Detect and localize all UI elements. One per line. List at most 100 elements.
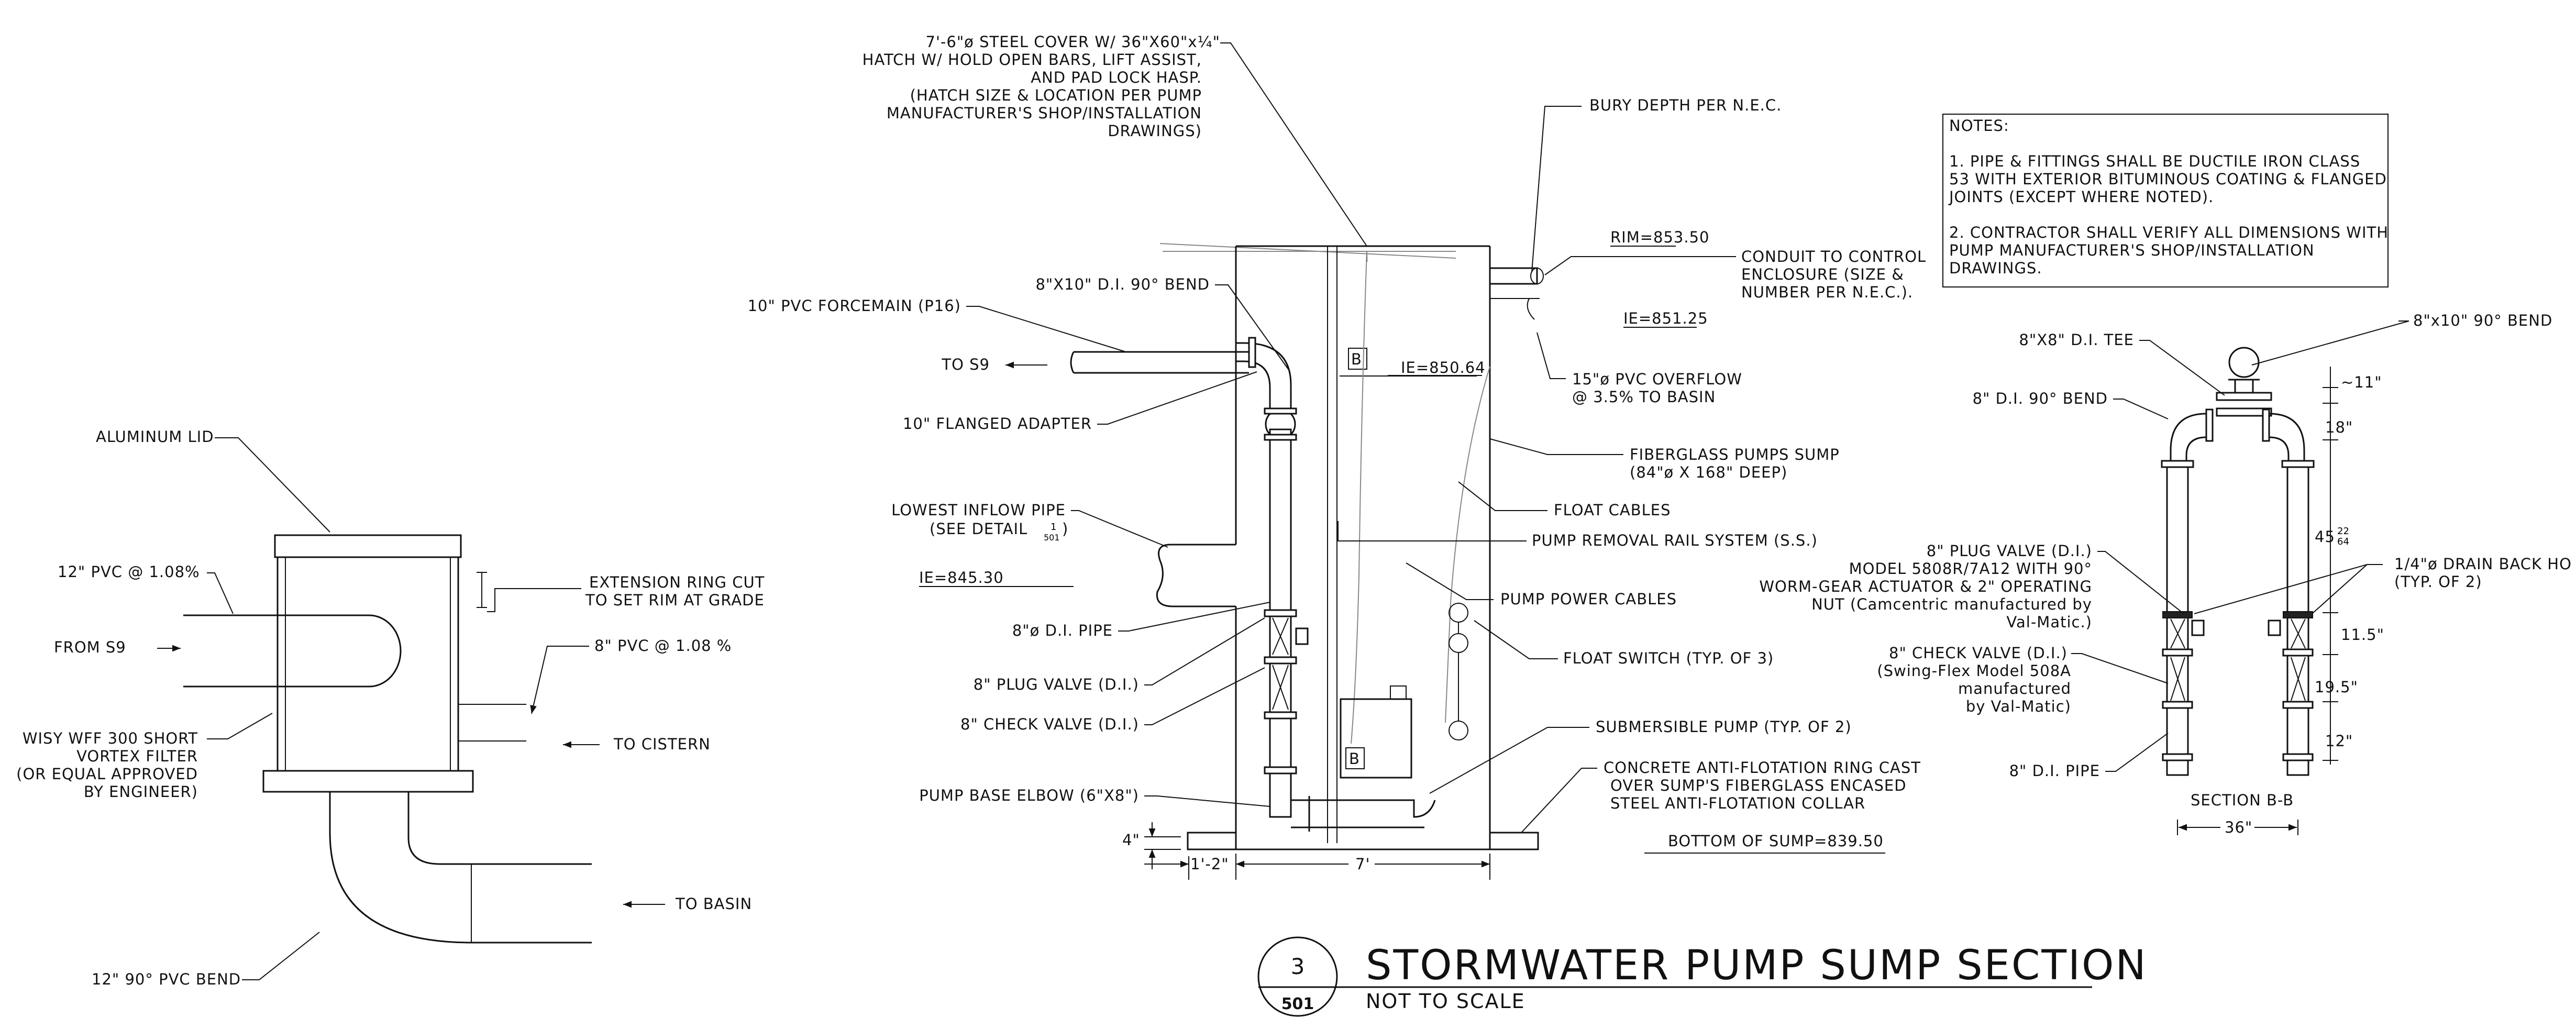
ring-label-1: CONCRETE ANTI-FLOTATION RING CAST xyxy=(1604,759,1921,777)
cover-label-5: MANUFACTURER'S SHOP/INSTALLATION xyxy=(887,104,1202,122)
overflow-label-1: 15"ø PVC OVERFLOW xyxy=(1572,370,1742,388)
check-valve-label: 8" CHECK VALVE (D.I.) xyxy=(960,715,1139,733)
bb-bend90-label: 8" D.I. 90° BEND xyxy=(1973,390,2108,407)
title-block: 3 501 STORMWATER PUMP SUMP SECTION NOT T… xyxy=(1257,936,2146,1017)
power-cables-label: PUMP POWER CABLES xyxy=(1500,590,1677,608)
bb-dim-45-den: 64 xyxy=(2337,536,2349,547)
bb-bend-top-label: 8"x10" 90° BEND xyxy=(2413,312,2552,329)
wisy-label-3: (OR EQUAL APPROVED xyxy=(16,765,198,783)
sump-label-1: FIBERGLASS PUMPS SUMP xyxy=(1630,446,1840,463)
bury-depth-label: BURY DEPTH PER N.E.C. xyxy=(1589,96,1782,114)
to-basin-label: TO BASIN xyxy=(675,895,752,913)
bb-plug-label-4: NUT (Camcentric manufactured by xyxy=(1811,595,2092,613)
bb-plug-label-3: WORM-GEAR ACTUATOR & 2" OPERATING xyxy=(1759,578,2092,595)
cover-label-3: AND PAD LOCK HASP. xyxy=(1031,69,1202,86)
aluminum-lid-label: ALUMINUM LID xyxy=(96,428,214,446)
note-2-line-1: 2. CONTRACTOR SHALL VERIFY ALL DIMENSION… xyxy=(1949,224,2389,241)
ie-inflow-label: IE=845.30 xyxy=(919,569,1004,587)
ext-ring-label-1: EXTENSION RING CUT xyxy=(589,573,765,591)
bb-dim-45: 45 xyxy=(2315,528,2335,546)
ring-label-3: STEEL ANTI-FLOTATION COLLAR xyxy=(1610,794,1865,812)
dim-1-2-label: 1'-2" xyxy=(1190,855,1229,873)
section-bb-label: SECTION B-B xyxy=(2191,791,2294,809)
bb-di-pipe-label: 8" D.I. PIPE xyxy=(2009,762,2100,780)
filter-lid xyxy=(274,534,462,558)
pvc-bend-12 xyxy=(329,792,592,944)
plug-valve-label: 8" PLUG VALVE (D.I.) xyxy=(974,676,1139,693)
base-elbow-label: PUMP BASE ELBOW (6"X8") xyxy=(919,787,1139,804)
bb-check-label-4: by Val-Matic) xyxy=(1966,698,2071,715)
note-2-line-2: PUMP MANUFACTURER'S SHOP/INSTALLATION xyxy=(1949,241,2315,259)
flanged-adapter-label: 10" FLANGED ADAPTER xyxy=(903,415,1092,433)
ring-label-2: OVER SUMP'S FIBERGLASS ENCASED xyxy=(1610,777,1907,794)
forcemain-pipe xyxy=(1074,351,1249,374)
conduit-label-3: NUMBER PER N.E.C.). xyxy=(1741,283,1913,301)
sheet-number: 501 xyxy=(1281,995,1314,1013)
bb-check-label-2: (Swing-Flex Model 508A xyxy=(1877,662,2071,680)
section-mark-b-bottom: B xyxy=(1349,750,1360,768)
bb-dim-195: 19.5" xyxy=(2315,678,2358,696)
bb-plug-label-1: 8" PLUG VALVE (D.I.) xyxy=(1927,542,2092,560)
conduit-label-1: CONDUIT TO CONTROL xyxy=(1741,248,1926,265)
bb-dim-45-num: 22 xyxy=(2337,526,2349,537)
svg-text:): ) xyxy=(1062,520,1068,538)
submersible-pump xyxy=(1340,698,1412,779)
filter-base xyxy=(262,770,474,793)
cover-label-6: DRAWINGS) xyxy=(1108,122,1202,140)
discharge-pipe-left xyxy=(1269,428,1292,818)
section-mark-b-top: B xyxy=(1351,350,1362,368)
forcemain-label: 10" PVC FORCEMAIN (P16) xyxy=(748,297,961,315)
ext-ring-label-2: TO SET RIM AT GRADE xyxy=(585,591,765,609)
cover-label-2: HATCH W/ HOLD OPEN BARS, LIFT ASSIST, xyxy=(863,51,1202,69)
wisy-label-2: VORTEX FILTER xyxy=(76,747,198,765)
wisy-label-4: BY ENGINEER) xyxy=(84,783,198,801)
cover-label-1: 7'-6"ø STEEL COVER W/ 36"X60"x¼" xyxy=(926,33,1221,51)
notes-box: NOTES: 1. PIPE & FITTINGS SHALL BE DUCTI… xyxy=(1942,114,2389,287)
rim-label: RIM=853.50 xyxy=(1610,228,1710,246)
section-bb: 8"X8" D.I. TEE 8"x10" 90° BEND 8" D.I. 9… xyxy=(1759,312,2572,836)
ie-overflow-label: IE=851.25 xyxy=(1623,309,1708,327)
bb-dim-11: ~11" xyxy=(2341,373,2382,391)
sub-pump-label: SUBMERSIBLE PUMP (TYP. OF 2) xyxy=(1596,718,1852,736)
cover-label-4: (HATCH SIZE & LOCATION PER PUMP xyxy=(910,86,1202,104)
detail-ref-number: 1 xyxy=(1051,522,1056,533)
sump-label-2: (84"ø X 168" DEEP) xyxy=(1630,463,1787,481)
bottom-label: BOTTOM OF SUMP=839.50 xyxy=(1668,832,1884,850)
overflow-label-2: @ 3.5% TO BASIN xyxy=(1572,388,1716,406)
bb-check-label-3: manufactured xyxy=(1958,680,2071,698)
pvc12-label: 12" PVC @ 1.08% xyxy=(58,563,200,581)
wisy-label-1: WISY WFF 300 SHORT xyxy=(23,729,198,747)
filter-body xyxy=(277,556,459,772)
di-pipe-label: 8"ø D.I. PIPE xyxy=(1012,622,1113,639)
bend12-label: 12" 90° PVC BEND xyxy=(92,970,241,988)
scale-note: NOT TO SCALE xyxy=(1366,990,1525,1013)
note-1-line-3: JOINTS (EXCEPT WHERE NOTED). xyxy=(1948,188,2214,206)
bb-drain-label-2: (TYP. OF 2) xyxy=(2394,573,2482,591)
bb-plug-label-2: MODEL 5808R/7A12 WITH 90° xyxy=(1849,560,2092,578)
sump-section: B B xyxy=(748,33,1926,880)
float-switch-label: FLOAT SWITCH (TYP. OF 3) xyxy=(1563,649,1774,667)
bend8x10-label: 8"X10" D.I. 90° BEND xyxy=(1035,275,1210,293)
rail-label: PUMP REMOVAL RAIL SYSTEM (S.S.) xyxy=(1532,532,1818,549)
bb-plug-label-5: Val-Matic.) xyxy=(2006,613,2092,631)
filter-detail: ALUMINUM LID 12" PVC @ 1.08% FROM S9 EXT… xyxy=(16,428,765,988)
bb-drain-label-1: 1/4"ø DRAIN BACK HO xyxy=(2394,555,2572,573)
to-s9-label: TO S9 xyxy=(941,356,990,373)
ie-inner-label: IE=850.64 xyxy=(1401,359,1486,377)
bb-dim-12: 12" xyxy=(2325,732,2353,750)
notes-heading: NOTES: xyxy=(1949,117,2009,135)
dim-7-label: 7' xyxy=(1355,855,1370,873)
from-s9-label: FROM S9 xyxy=(54,638,126,656)
float-cables-label: FLOAT CABLES xyxy=(1554,501,1671,519)
detail-ref-sheet: 501 xyxy=(1044,533,1060,543)
lowest-inflow-label-1: LOWEST INFLOW PIPE xyxy=(891,501,1066,519)
inflow-pipe-12 xyxy=(183,614,402,688)
dim-4-label: 4" xyxy=(1122,831,1140,849)
lowest-inflow-pipe xyxy=(1156,544,1236,607)
note-1-line-1: 1. PIPE & FITTINGS SHALL BE DUCTILE IRON… xyxy=(1949,152,2360,170)
bb-check-label-1: 8" CHECK VALVE (D.I.) xyxy=(1889,644,2068,662)
bb-tee-label: 8"X8" D.I. TEE xyxy=(2019,331,2134,349)
bb-dim-18: 18" xyxy=(2325,418,2353,436)
note-2-line-3: DRAWINGS. xyxy=(1949,259,2042,277)
